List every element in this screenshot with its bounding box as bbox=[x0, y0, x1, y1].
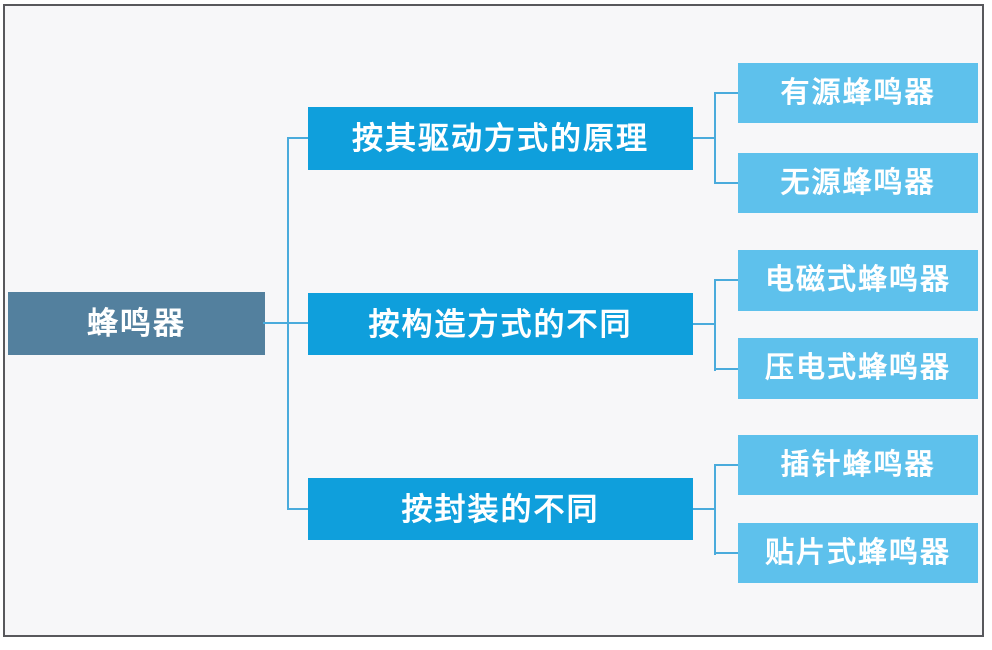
leaf-node-electromagnetic-buzzer: 电磁式蜂鸣器 bbox=[738, 250, 978, 311]
connector-branch1-horizontal bbox=[693, 137, 715, 139]
connector-branch2-to-leaf-piezoelectric bbox=[714, 368, 738, 370]
leaf-node-active-buzzer: 有源蜂鸣器 bbox=[738, 63, 978, 123]
connector-branch1-to-leaf-passive bbox=[714, 182, 738, 184]
connector-root-to-branch-1 bbox=[287, 137, 308, 139]
connector-branch2-vertical bbox=[714, 279, 716, 371]
branch-node-packaging: 按封装的不同 bbox=[308, 478, 693, 540]
leaf-node-pin-buzzer: 插针蜂鸣器 bbox=[738, 435, 978, 495]
connector-branch3-vertical bbox=[714, 464, 716, 555]
connector-branch3-to-leaf-pin bbox=[714, 464, 738, 466]
connector-branch2-horizontal bbox=[693, 323, 715, 325]
connector-branch3-horizontal bbox=[693, 508, 715, 510]
leaf-node-piezoelectric-buzzer: 压电式蜂鸣器 bbox=[738, 338, 978, 399]
connector-root-to-branch-3 bbox=[287, 508, 308, 510]
connector-branch3-to-leaf-smd bbox=[714, 552, 738, 554]
connector-branch1-vertical bbox=[714, 92, 716, 184]
connector-branch2-to-leaf-electromagnetic bbox=[714, 279, 738, 281]
leaf-node-smd-buzzer: 贴片式蜂鸣器 bbox=[738, 523, 978, 583]
connector-root-vertical bbox=[287, 137, 289, 510]
leaf-node-passive-buzzer: 无源蜂鸣器 bbox=[738, 153, 978, 213]
branch-node-drive-principle: 按其驱动方式的原理 bbox=[308, 107, 693, 170]
connector-branch1-to-leaf-active bbox=[714, 92, 738, 94]
branch-node-construction: 按构造方式的不同 bbox=[308, 293, 693, 355]
connector-root-horizontal bbox=[263, 322, 308, 324]
root-node-buzzer: 蜂鸣器 bbox=[8, 292, 265, 355]
